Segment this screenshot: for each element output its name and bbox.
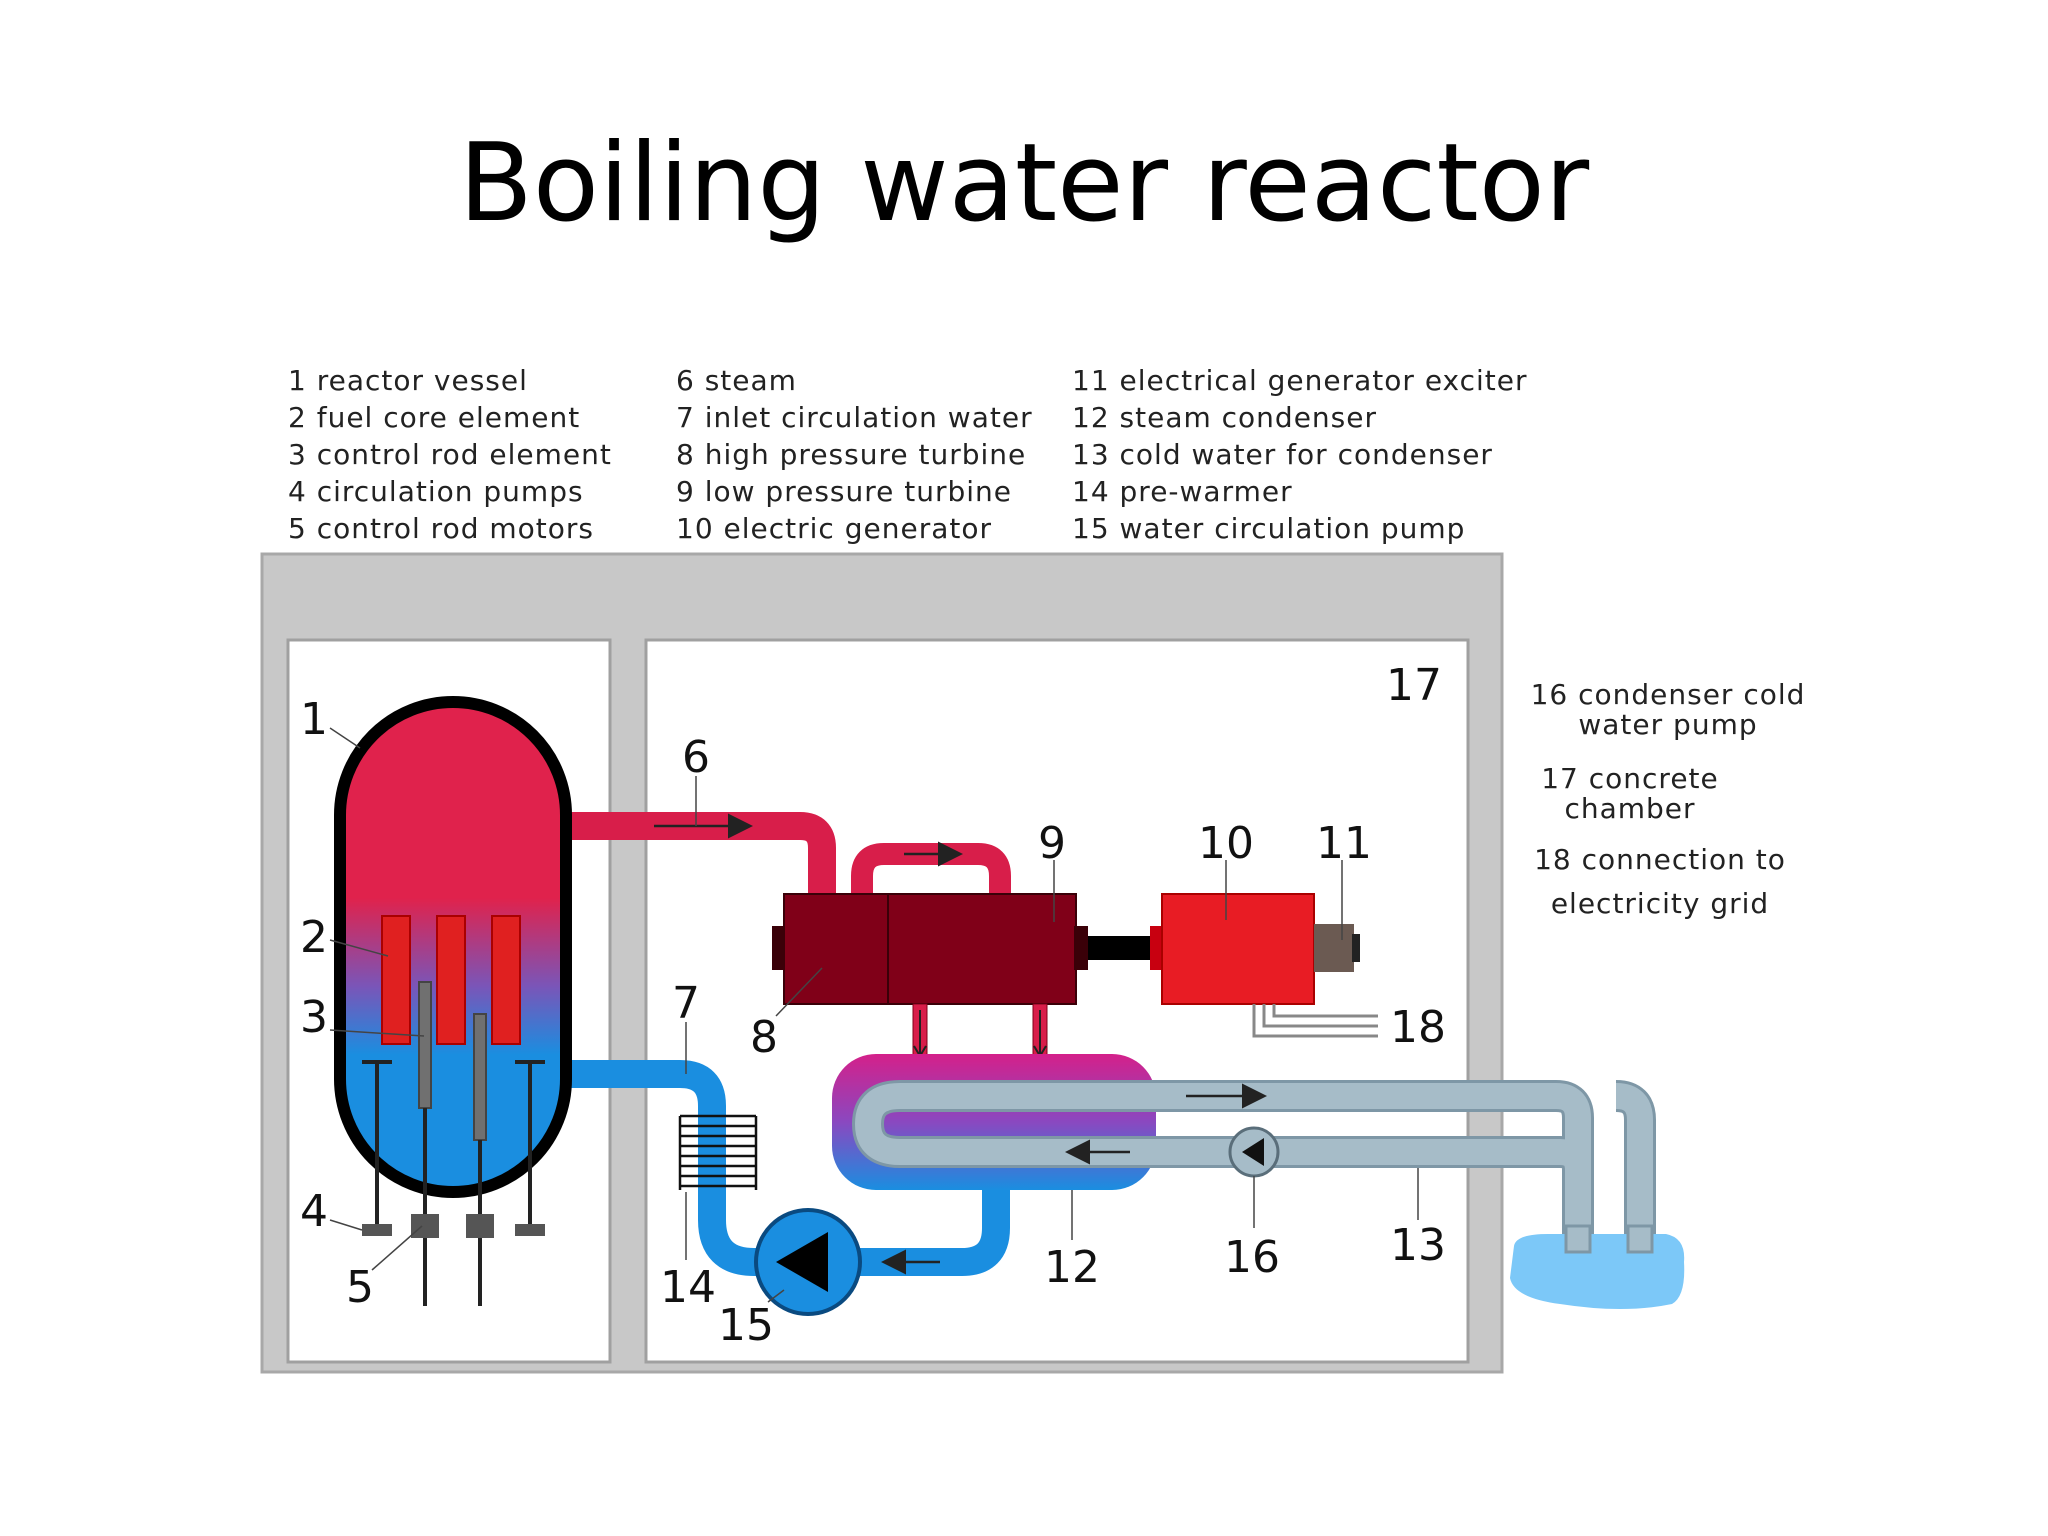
circulation-pump [362, 1224, 392, 1236]
label-17: 17 [1386, 660, 1442, 711]
legend-item: 5 control rod motors [288, 512, 594, 545]
label-12: 12 [1044, 1242, 1100, 1293]
leader-lines [329, 727, 1419, 1303]
control-rod-motor [466, 1214, 494, 1238]
side-note-18: 18 connection to electricity grid [1510, 838, 1810, 926]
feedwater-pipe [560, 1060, 1010, 1276]
fuel-core-element [436, 915, 466, 1045]
legend-item: 15 water circulation pump [1072, 512, 1466, 545]
pump-direction-icon [1242, 1138, 1264, 1166]
legend-column-2: 6 steam 7 inlet circulation water 8 high… [676, 362, 1033, 547]
side-note-16-line1: 16 condenser cold [1530, 678, 1806, 711]
label-4: 4 [300, 1186, 328, 1237]
legend-item: 12 steam condenser [1072, 401, 1377, 434]
legend-column-3: 11 electrical generator exciter 12 steam… [1072, 362, 1528, 547]
side-note-18-line2: electricity grid [1550, 887, 1770, 920]
label-6: 6 [682, 732, 710, 783]
label-2: 2 [300, 912, 328, 963]
pre-warmer [678, 1114, 758, 1190]
high-pressure-turbine [783, 893, 889, 1005]
low-pressure-turbine [887, 893, 1077, 1005]
control-rod-motor [411, 1214, 439, 1238]
side-note-17: 17 concrete chamber [1500, 764, 1760, 824]
turbine-shaft-cap [1074, 926, 1088, 970]
circulation-pump [515, 1224, 545, 1236]
label-3: 3 [300, 992, 328, 1043]
side-note-18-line1: 18 connection to [1534, 843, 1786, 876]
steam-pipe [560, 812, 836, 906]
legend-item: 2 fuel core element [288, 401, 581, 434]
legend-item: 6 steam [676, 364, 797, 397]
cooling-water-loop [854, 1083, 1591, 1256]
label-10: 10 [1198, 818, 1254, 869]
label-5: 5 [346, 1262, 374, 1313]
label-13: 13 [1390, 1220, 1446, 1271]
electric-generator [1161, 893, 1315, 1005]
label-9: 9 [1038, 818, 1066, 869]
legend-item: 10 electric generator [676, 512, 992, 545]
legend-column-1: 1 reactor vessel 2 fuel core element 3 c… [288, 362, 612, 547]
fuel-core-element [491, 915, 521, 1045]
grid-connection-lines [1252, 1004, 1378, 1038]
legend-item: 8 high pressure turbine [676, 438, 1027, 471]
label-14: 14 [660, 1262, 716, 1313]
cooling-water-intake-pipe [1615, 1083, 1653, 1256]
turbine-shaft-cap [772, 926, 786, 970]
side-note-17-line1: 17 concrete [1541, 762, 1719, 795]
pump-direction-icon [776, 1232, 828, 1292]
label-11: 11 [1316, 818, 1372, 869]
label-15: 15 [718, 1300, 774, 1351]
legend-item: 14 pre-warmer [1072, 475, 1293, 508]
legend-item: 4 circulation pumps [288, 475, 584, 508]
control-rod [473, 1013, 487, 1141]
label-1: 1 [300, 694, 328, 745]
cooling-pipe-end [1626, 1224, 1654, 1254]
side-note-16: 16 condenser cold water pump [1518, 680, 1818, 740]
legend-item: 1 reactor vessel [288, 364, 528, 397]
label-16: 16 [1224, 1232, 1280, 1283]
legend-item: 9 low pressure turbine [676, 475, 1013, 508]
fuel-core-element [381, 915, 411, 1045]
slide-title: Boiling water reactor [458, 121, 1590, 246]
label-7: 7 [672, 978, 700, 1029]
exciter-cap [1352, 934, 1360, 962]
cold-water-source [1510, 1234, 1685, 1309]
generator-cap [1150, 926, 1164, 970]
turbine-generator-shaft [1088, 936, 1150, 960]
side-note-17-line2: chamber [1564, 792, 1696, 825]
control-rod [418, 981, 432, 1109]
legend-item: 3 control rod element [288, 438, 612, 471]
cooling-pipe-end [1564, 1224, 1592, 1254]
legend-item: 11 electrical generator exciter [1072, 364, 1528, 397]
legend-item: 13 cold water for condenser [1072, 438, 1493, 471]
label-18: 18 [1390, 1002, 1446, 1053]
side-note-16-line2: water pump [1578, 708, 1758, 741]
label-8: 8 [750, 1012, 778, 1063]
generator-exciter [1314, 924, 1354, 972]
legend-item: 7 inlet circulation water [676, 401, 1033, 434]
